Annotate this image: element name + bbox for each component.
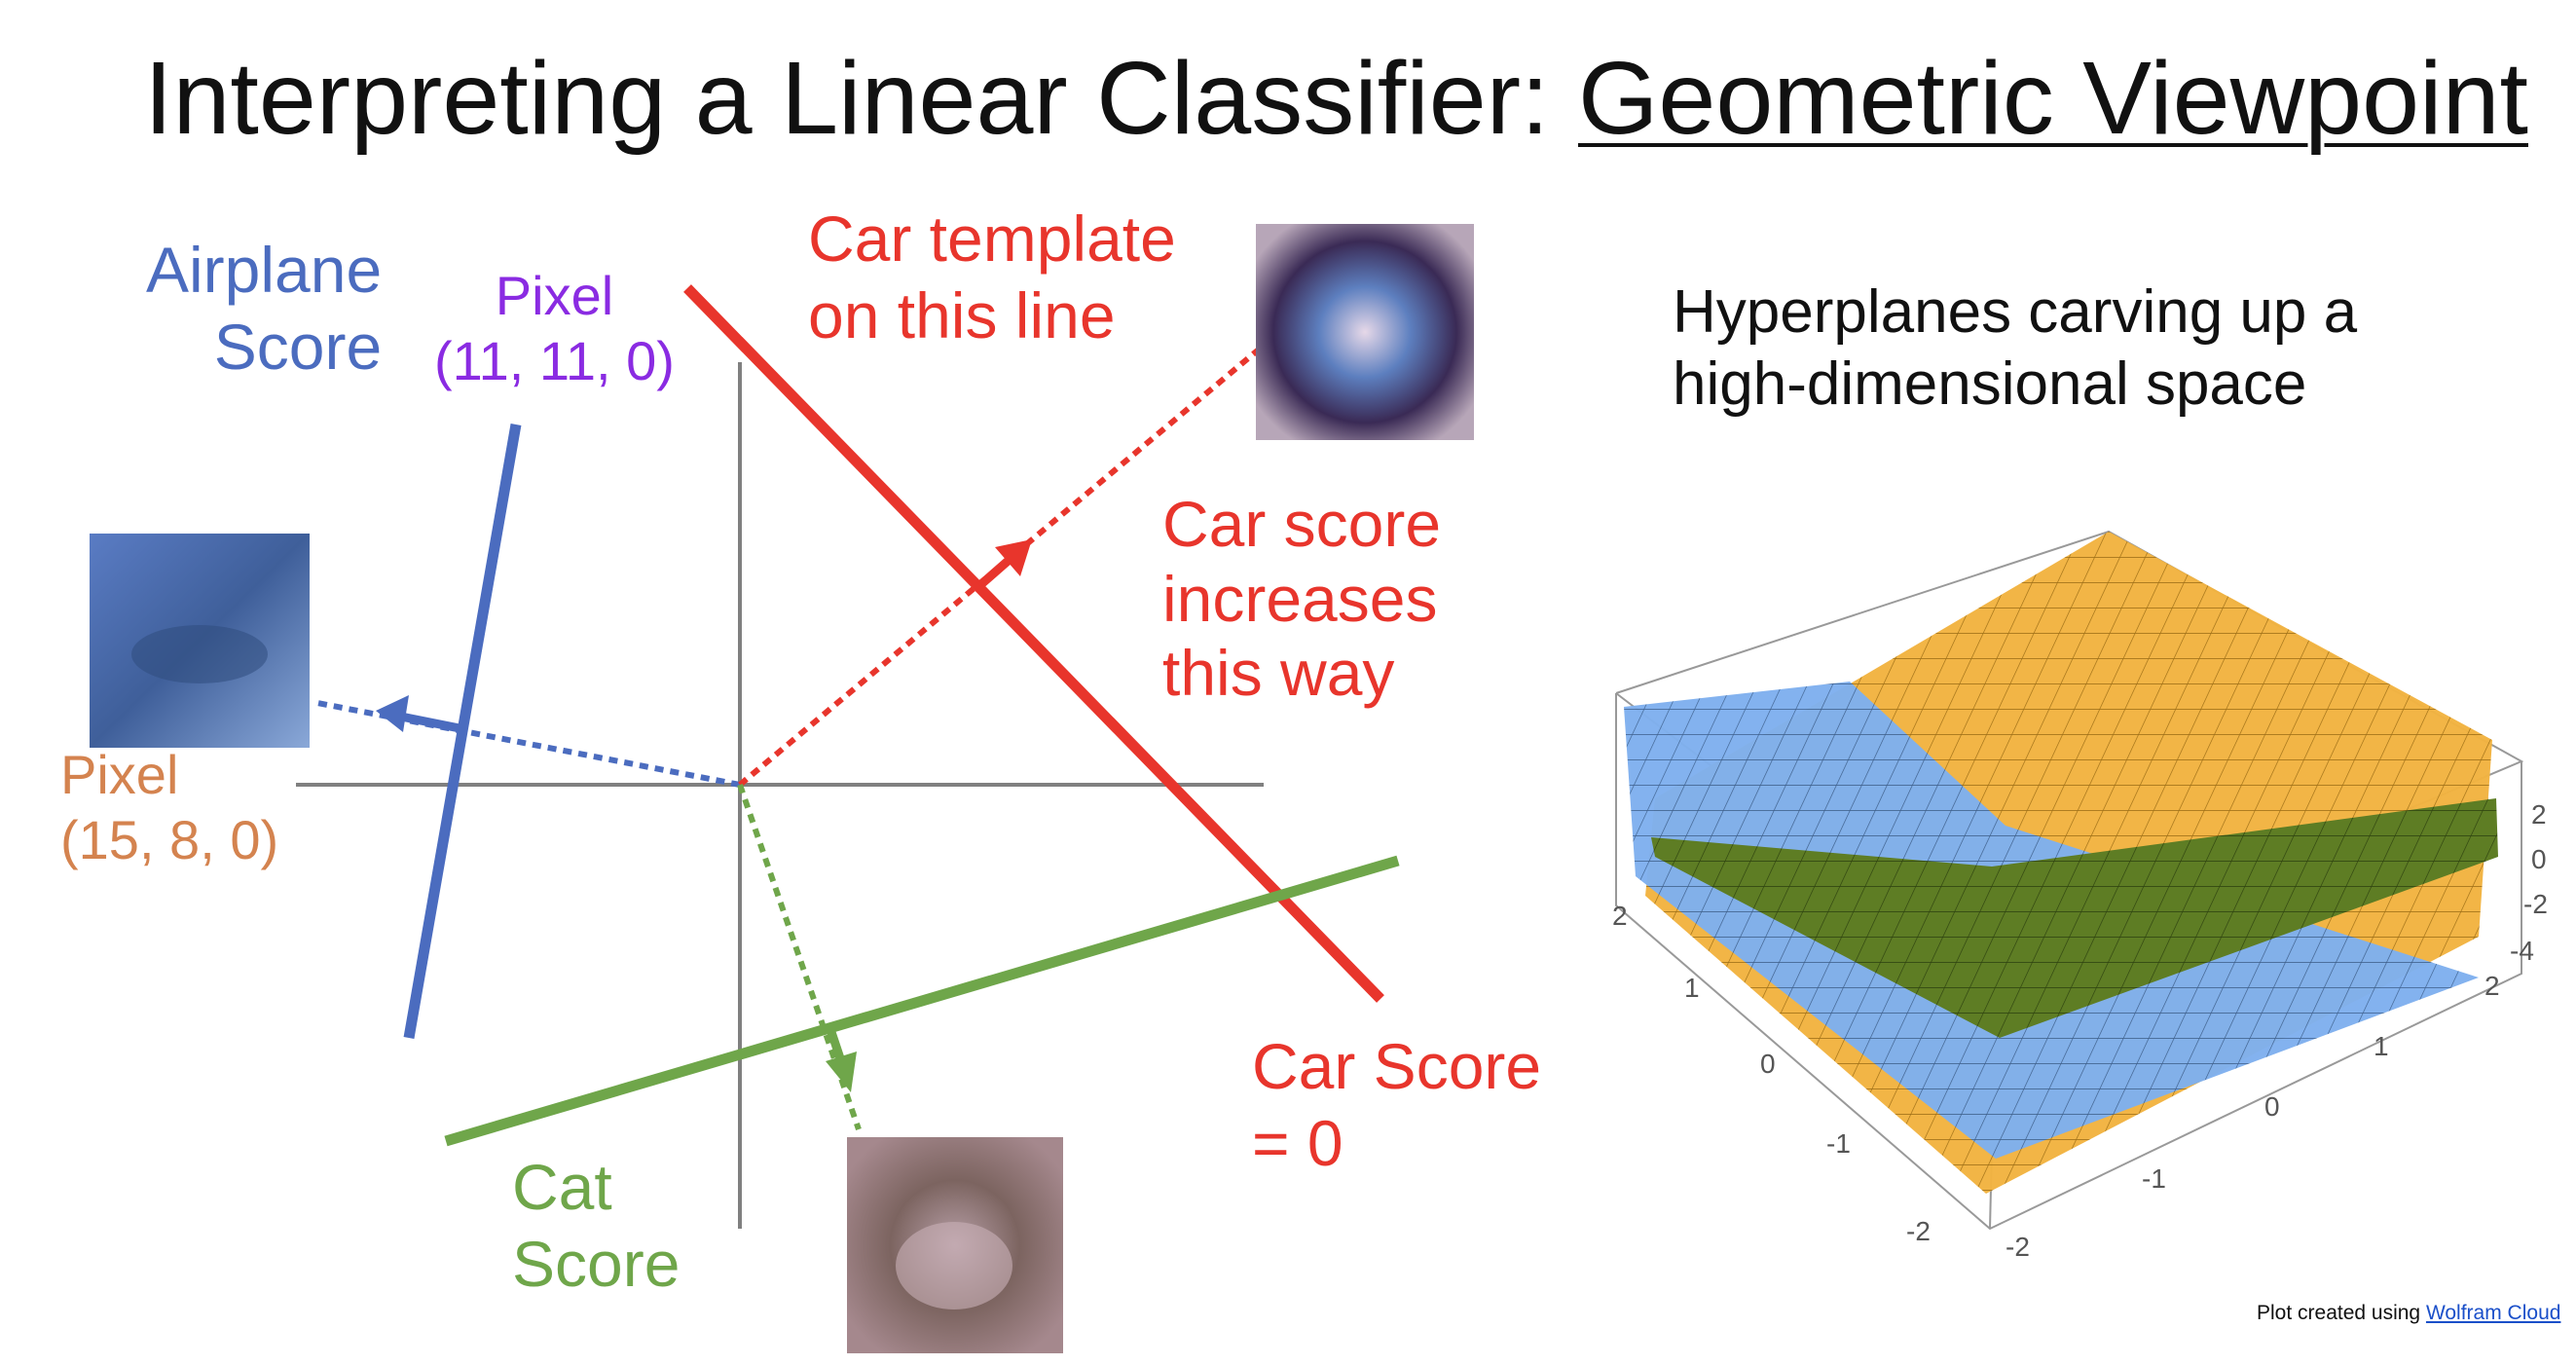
airplane-arrowhead [376,695,409,732]
title-prefix: Interpreting a Linear Classifier: [144,41,1578,156]
cat-arrowhead [826,1051,857,1092]
tick-right-1: 1 [2374,1031,2389,1061]
tick-right-m2: -2 [2006,1232,2030,1262]
tick-left-0: 0 [1760,1049,1776,1079]
pixel-11-label: Pixel (11, 11, 0) [434,265,675,392]
car-line [683,284,1384,1003]
car-arrow-shaft [978,553,1015,588]
car-template-image [1256,224,1474,440]
green-plane [1651,798,2498,1038]
car-template-label: Car template on this line [808,203,1176,352]
airplane-score-label: Airplane Score [146,234,383,384]
tick-left-2: 2 [1612,901,1628,931]
hyperplanes-caption: Hyperplanes carving up a high-dimensiona… [1673,278,2358,419]
car-score-zero-label: Car Score = 0 [1252,1030,1542,1180]
car-direction-dotted [738,346,1262,788]
tick-left-m1: -1 [1826,1128,1851,1159]
tick-right-m1: -1 [2142,1163,2166,1194]
tick-vert-2: 2 [2531,799,2547,830]
plot-credit: Plot created using Wolfram Cloud [2257,1301,2560,1325]
title-underlined: Geometric Viewpoint [1577,41,2528,156]
tick-vert-m4: -4 [2510,936,2534,966]
airplane-template-shape [131,625,268,683]
tick-right-0: 0 [2264,1091,2280,1122]
cat-line [444,855,1400,1147]
tick-left-m2: -2 [1906,1216,1931,1246]
pixel-15-label: Pixel (15, 8, 0) [60,744,279,871]
tick-left-1: 1 [1684,973,1700,1003]
cat-arrow-shaft [825,1024,846,1063]
car-arrowhead [995,539,1032,576]
cat-score-label: Cat Score [512,1151,681,1301]
tick-vert-0: 0 [2531,844,2547,874]
credit-text: Plot created using [2257,1302,2426,1324]
cat-template-shape [896,1222,1012,1310]
tick-right-2: 2 [2484,971,2500,1001]
slide-title: Interpreting a Linear Classifier: Geomet… [144,37,2528,161]
tick-vert-m2: -2 [2523,889,2548,919]
airplane-arrow-shaft [400,712,460,733]
wolfram-cloud-link[interactable]: Wolfram Cloud [2425,1302,2561,1324]
car-score-increases-label: Car score increases this way [1162,488,1442,710]
